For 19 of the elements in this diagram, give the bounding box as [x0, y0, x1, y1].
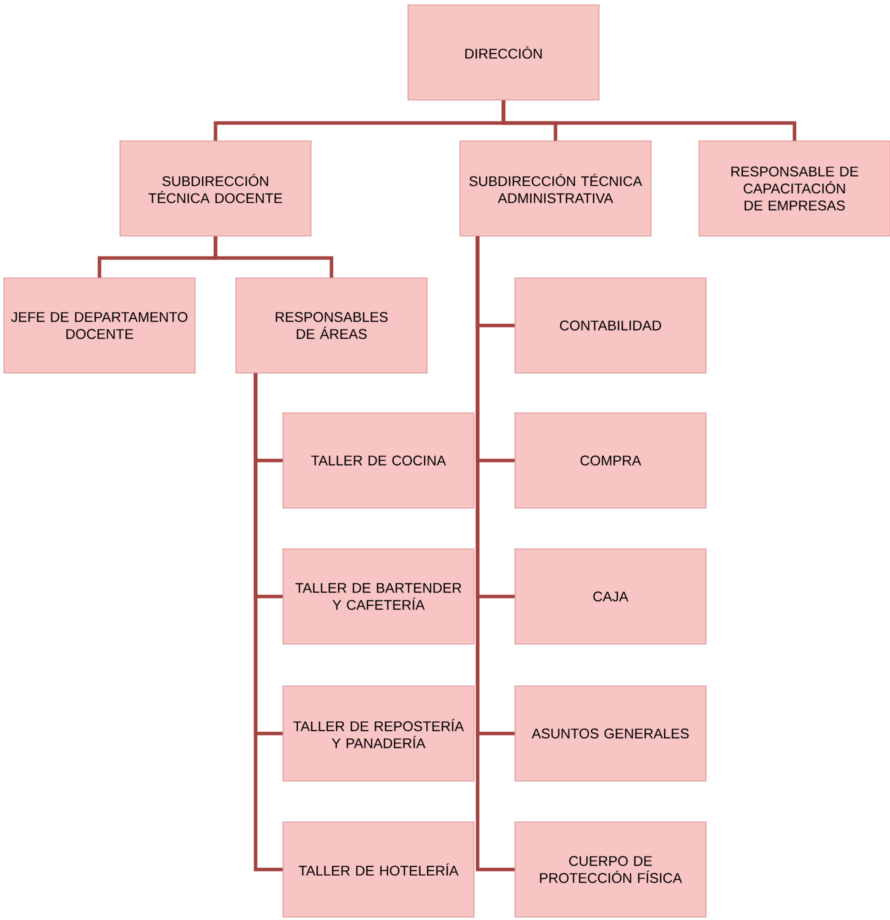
- org-box: CONTABILIDAD: [514, 278, 706, 374]
- org-box: CAJA: [514, 548, 706, 644]
- org-box: RESPONSABLE DE CAPACITACIÓN DE EMPRESAS: [698, 140, 890, 236]
- org-box: RESPONSABLES DE ÁREAS: [236, 278, 428, 374]
- org-box: TALLER DE COCINA: [282, 412, 474, 508]
- org-box: SUBDIRECCIÓN TÉCNICA DOCENTE: [120, 140, 312, 236]
- org-box: TALLER DE BARTENDER Y CAFETERÍA: [282, 548, 474, 644]
- org-box: DIRECCIÓN: [408, 4, 600, 100]
- org-box: TALLER DE REPOSTERÍA Y PANADERÍA: [282, 686, 474, 782]
- connector-line: [214, 236, 334, 278]
- org-box: CUERPO DE PROTECCIÓN FÍSICA: [514, 822, 706, 918]
- connector-line: [254, 373, 283, 872]
- org-box: SUBDIRECCIÓN TÉCNICA ADMINISTRATIVA: [460, 140, 652, 236]
- org-box: TALLER DE HOTELERÍA: [282, 822, 474, 918]
- org-box: JEFE DE DEPARTAMENTO DOCENTE: [4, 278, 196, 374]
- org-box: COMPRA: [514, 412, 706, 508]
- connector-line: [476, 236, 515, 872]
- connector-line: [502, 100, 796, 141]
- org-box: ASUNTOS GENERALES: [514, 686, 706, 782]
